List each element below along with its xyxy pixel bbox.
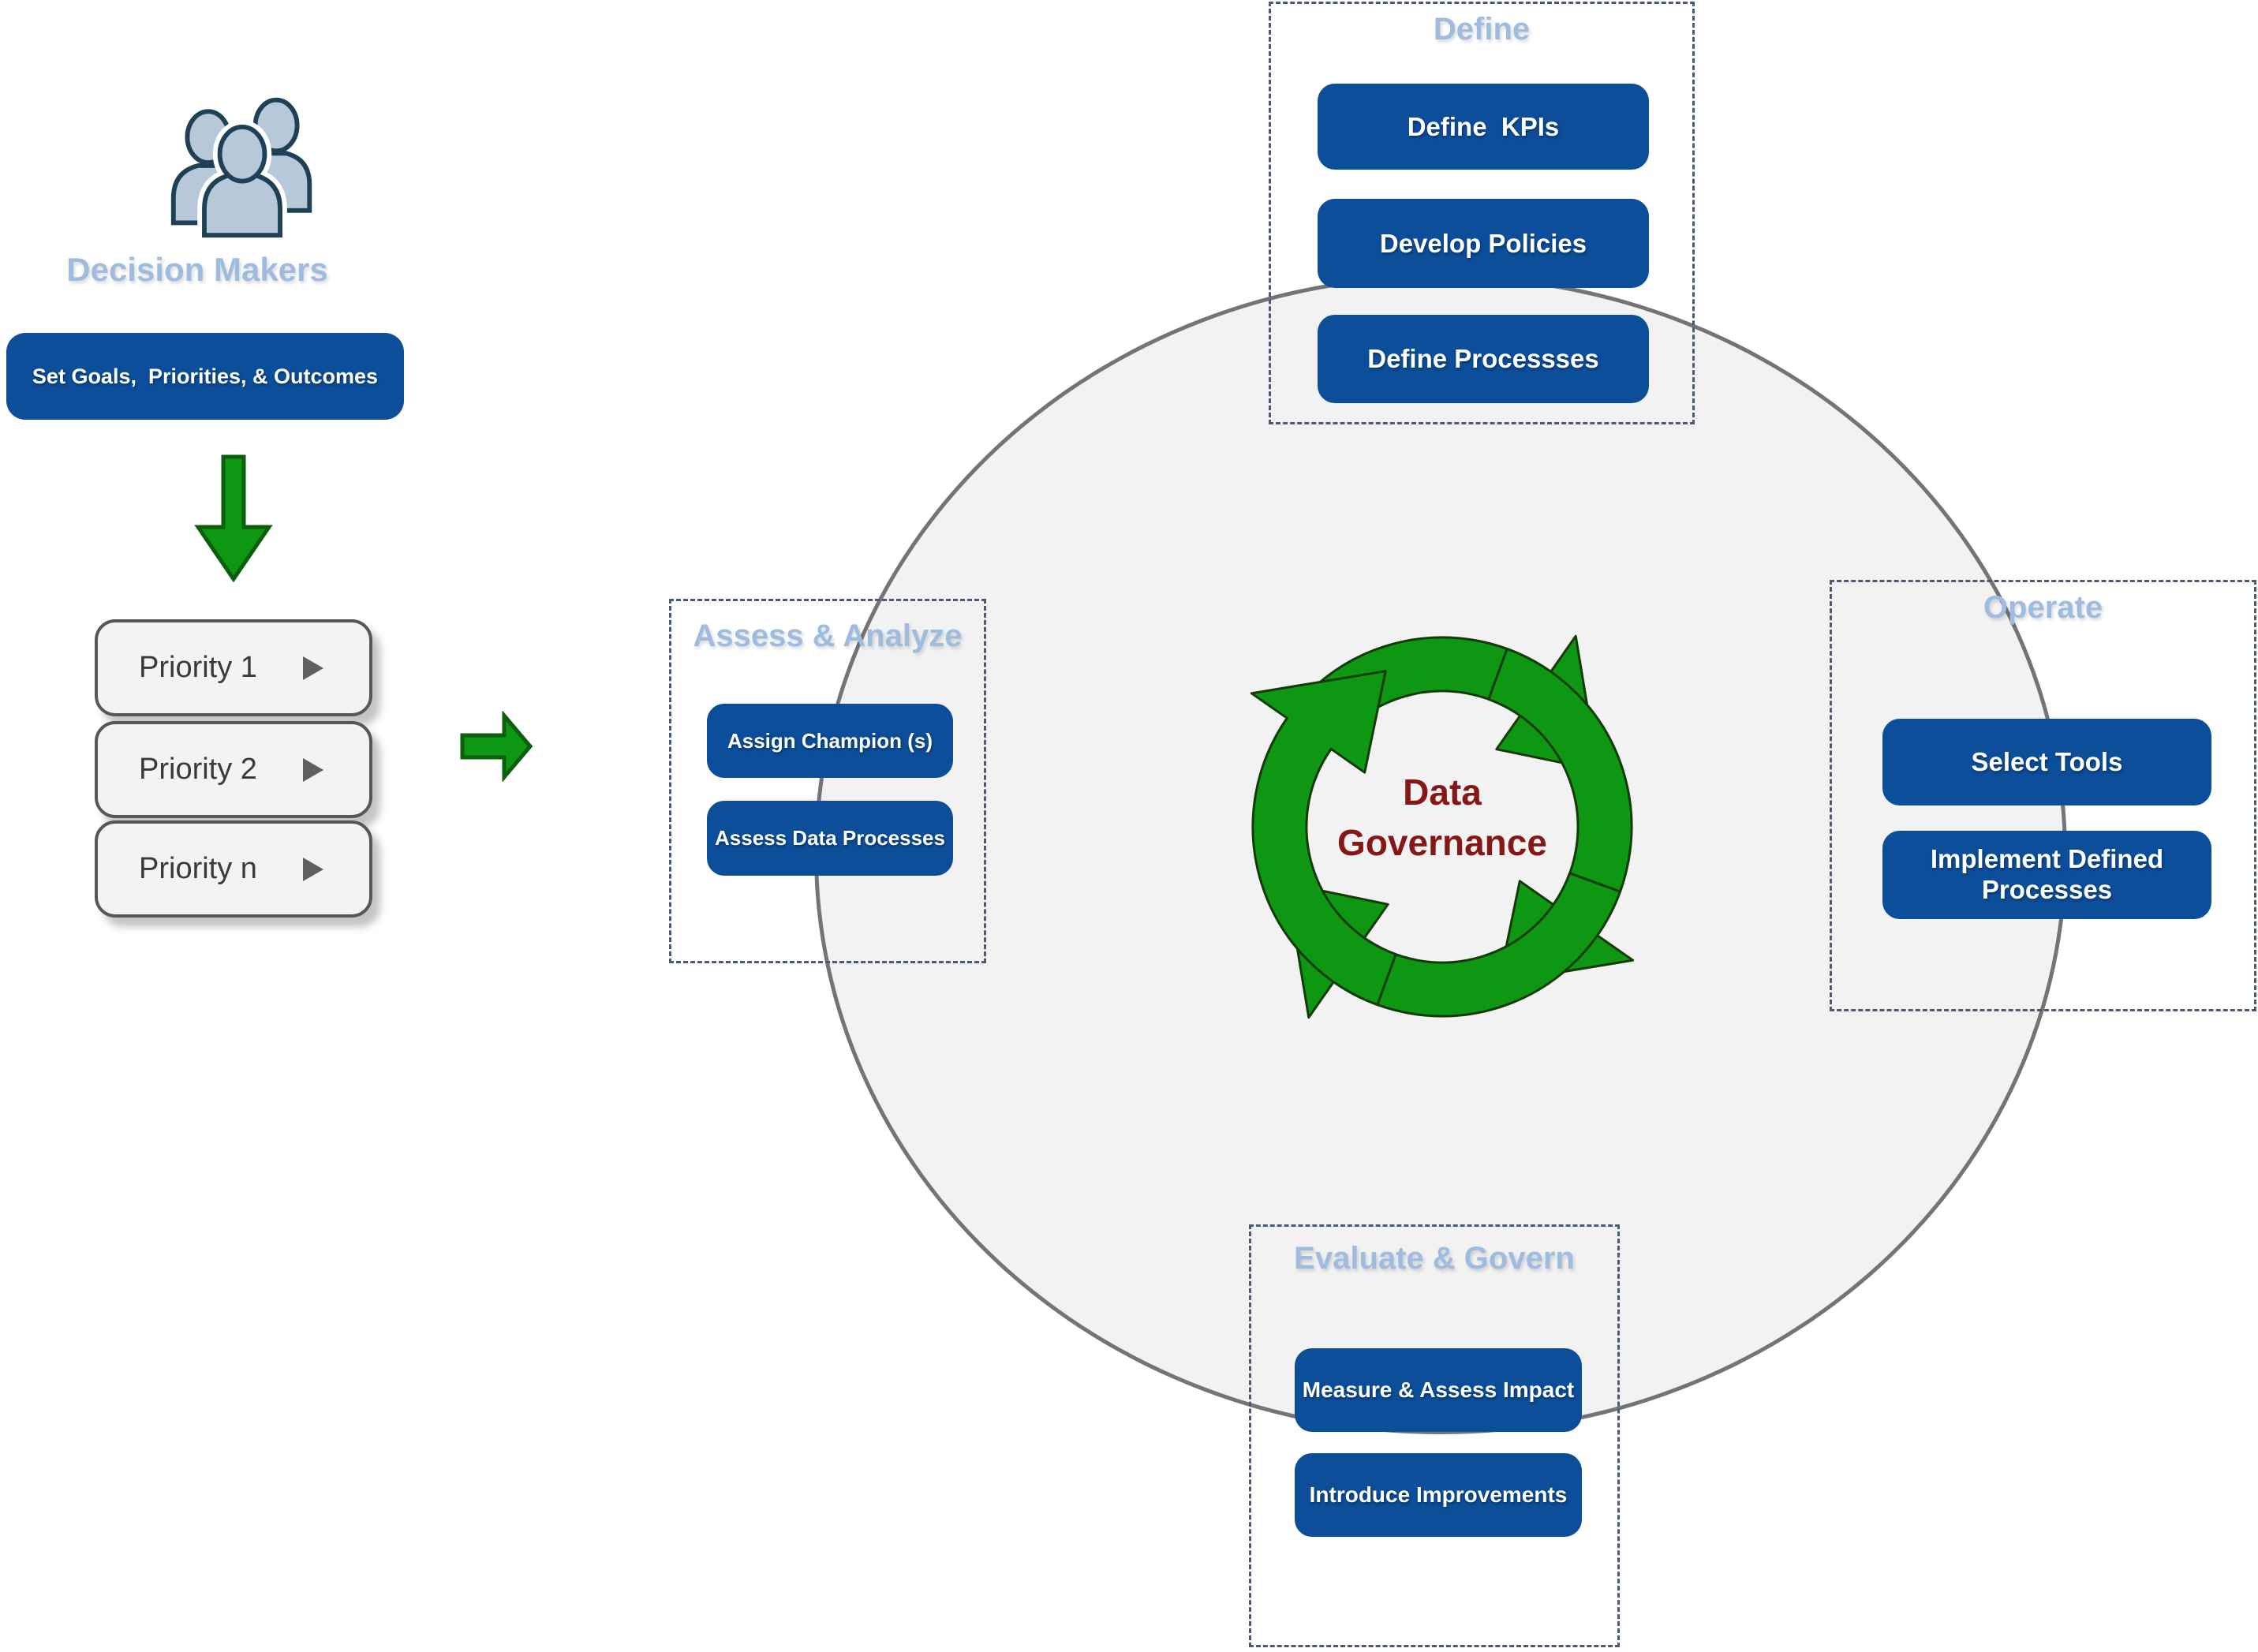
zone-define: Define Define KPIs Develop Policies Defi… [1269, 2, 1695, 424]
select-tools-button: Select Tools [1882, 719, 2211, 805]
people-icon [170, 97, 312, 241]
arrow-right-icon [460, 711, 533, 782]
set-goals-button: Set Goals, Priorities, & Outcomes [6, 333, 404, 420]
zone-evaluate-govern-label: Evaluate & Govern [1294, 1241, 1575, 1276]
define-kpis-button: Define KPIs [1318, 84, 1649, 170]
priority-item-1: Priority 1 [95, 619, 372, 716]
cycle-center-title-line2: Governance [1337, 822, 1547, 863]
measure-assess-impact-button: Measure & Assess Impact [1295, 1348, 1582, 1432]
zone-operate: Operate Select Tools Implement Defined P… [1830, 580, 2256, 1011]
caret-right-icon [303, 757, 323, 782]
zone-evaluate-govern: Evaluate & Govern Measure & Assess Impac… [1249, 1224, 1620, 1647]
cycle-arrows-icon [1250, 634, 1635, 1019]
priority-item-2: Priority 2 [95, 721, 372, 818]
governance-cycle-circle [814, 275, 2067, 1434]
caret-right-icon [303, 857, 323, 881]
priority-label: Priority n [139, 852, 257, 885]
assign-champions-button: Assign Champion (s) [707, 704, 953, 778]
priority-label: Priority 1 [139, 651, 257, 684]
priority-item-n: Priority n [95, 820, 372, 918]
priority-label: Priority 2 [139, 753, 257, 786]
zone-define-label: Define [1433, 12, 1531, 47]
zone-assess-analyze: Assess & Analyze Assign Champion (s) Ass… [669, 599, 986, 963]
caret-right-icon [303, 656, 323, 680]
arrow-down-icon [194, 454, 273, 582]
zone-assess-analyze-label: Assess & Analyze [693, 619, 963, 653]
define-processes-button: Define Processses [1318, 315, 1649, 403]
cycle-center-title: Data Governance [1206, 767, 1679, 868]
assess-data-processes-button: Assess Data Processes [707, 801, 953, 876]
introduce-improvements-button: Introduce Improvements [1295, 1453, 1582, 1537]
cycle-center-title-line1: Data [1403, 772, 1482, 813]
decision-makers-label: Decision Makers [66, 251, 328, 288]
zone-operate-label: Operate [1983, 590, 2103, 625]
implement-defined-processes-button: Implement Defined Processes [1882, 831, 2211, 919]
develop-policies-button: Develop Policies [1318, 199, 1649, 288]
